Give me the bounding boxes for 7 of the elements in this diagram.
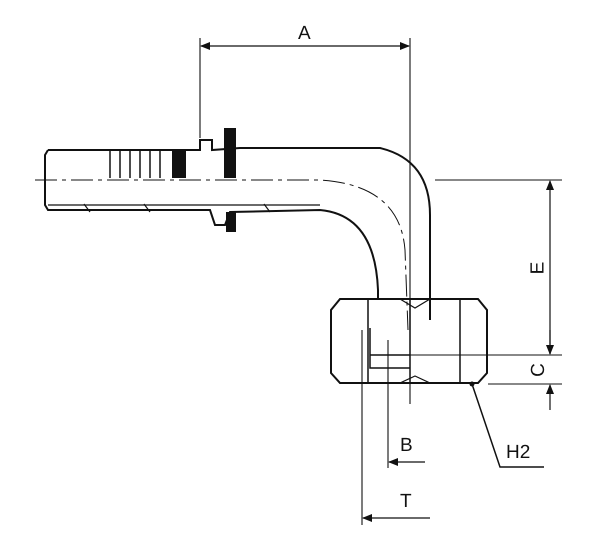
dimension-label: C <box>528 363 549 377</box>
dimension-label: T <box>400 492 412 512</box>
part-label: H2 <box>506 443 540 465</box>
leader-line <box>470 382 544 468</box>
dimension-label: A <box>298 24 311 44</box>
dimension-label: E <box>528 262 548 274</box>
dimension-label: B <box>400 436 413 456</box>
